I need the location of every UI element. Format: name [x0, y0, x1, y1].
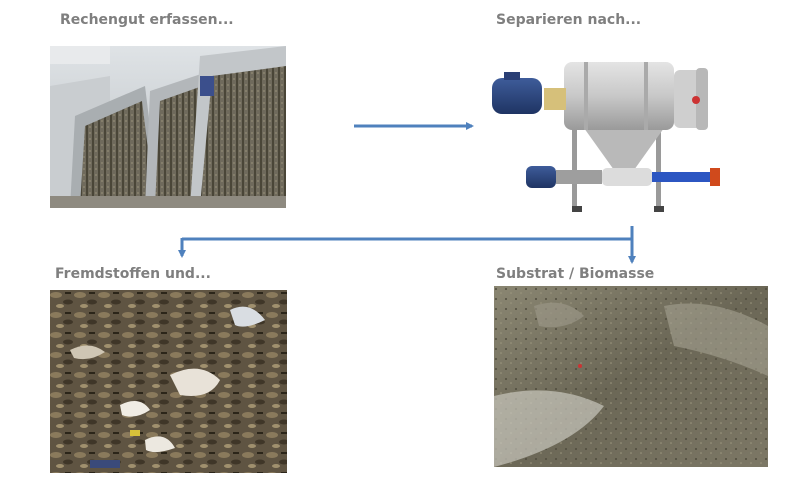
label-fremdstoffe: Fremdstoffen und... [55, 266, 211, 282]
label-rechengut: Rechengut erfassen... [60, 12, 234, 28]
screen-rake-photo [50, 46, 286, 208]
label-substrat: Substrat / Biomasse [496, 266, 655, 282]
label-separieren: Separieren nach... [496, 12, 642, 28]
substrate-photo [494, 286, 768, 467]
foreign-matter-photo [50, 290, 287, 473]
separator-machine-photo [484, 50, 734, 216]
